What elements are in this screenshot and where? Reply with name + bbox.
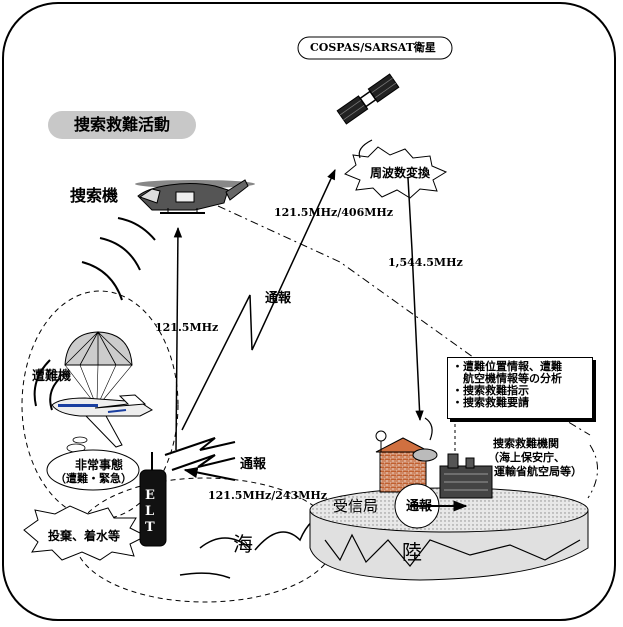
radio-wave-arcs xyxy=(33,217,156,411)
rescue-agency-sub1: （海上保安庁、 xyxy=(488,451,565,464)
helicopter-icon xyxy=(135,179,255,214)
report-label-upper: 通報 xyxy=(265,291,292,306)
satellite-label-box xyxy=(297,36,453,60)
satellite-icon xyxy=(336,73,400,125)
sea-label: 海 xyxy=(233,532,253,556)
info-box: ・遭難位置情報、遭難 航空機情報等の分析 ・捜索救難指示 ・捜索救難要請 xyxy=(447,357,593,419)
info-item: ・捜索救難要請 xyxy=(452,396,529,409)
land-label: 陸 xyxy=(402,540,422,564)
freq-1544-label: 1,544.5MHz xyxy=(388,256,463,269)
distress-aircraft-icon xyxy=(51,394,153,448)
rescue-agency-sub2: 運輸省航空局等） xyxy=(494,465,582,478)
arrow-elt-to-satellite xyxy=(181,169,336,431)
parachute-icon xyxy=(64,331,133,401)
drop-label: 投棄、着水等 xyxy=(48,529,121,543)
title-badge: 捜索救難活動 xyxy=(48,111,196,139)
rescue-agency-building-icon xyxy=(439,453,493,499)
satellite-label: COSPAS/SARSAT衛星 xyxy=(310,41,436,54)
freq-121-label: 121.5MHz xyxy=(155,321,219,334)
arrow-satellite-to-station xyxy=(407,177,424,422)
freq-121-243-label: 121.5MHz/243MHz xyxy=(208,489,328,502)
distress-aircraft-label: 遭難機 xyxy=(32,369,72,384)
distress-area-outline xyxy=(21,290,179,520)
elt-device-icon xyxy=(139,452,167,547)
info-item: 航空機情報等の分析 xyxy=(452,372,562,385)
signal-arrow xyxy=(183,466,236,481)
land-plateau xyxy=(309,487,589,581)
emergency-label-line1: 非常事態 xyxy=(75,458,124,472)
coordination-line xyxy=(217,205,591,436)
report-label-lower: 通報 xyxy=(240,457,267,472)
info-item: ・捜索救難指示 xyxy=(452,384,529,397)
emergency-label-line2: （遭難・緊急） xyxy=(55,472,132,485)
elt-label: ELT xyxy=(145,488,155,535)
arrow-elt-to-aircraft xyxy=(173,226,183,451)
frequency-burst xyxy=(344,146,448,199)
emergency-oval xyxy=(46,449,140,491)
receiving-station-label: 受信局 xyxy=(333,497,379,515)
report-label-land: 通報 xyxy=(406,499,433,514)
satellite-hook xyxy=(358,139,373,159)
elt-signal-lines xyxy=(164,437,236,471)
frequency-conversion-label: 周波数変換 xyxy=(370,166,431,180)
rescue-agency-label: 捜索救難機関 xyxy=(493,437,559,450)
station-hook xyxy=(424,417,433,441)
info-item: ・遭難位置情報、遭難 xyxy=(452,360,562,373)
freq-121-406-label: 121.5MHz/406MHz xyxy=(274,206,394,219)
search-aircraft-label: 捜索機 xyxy=(70,186,119,205)
